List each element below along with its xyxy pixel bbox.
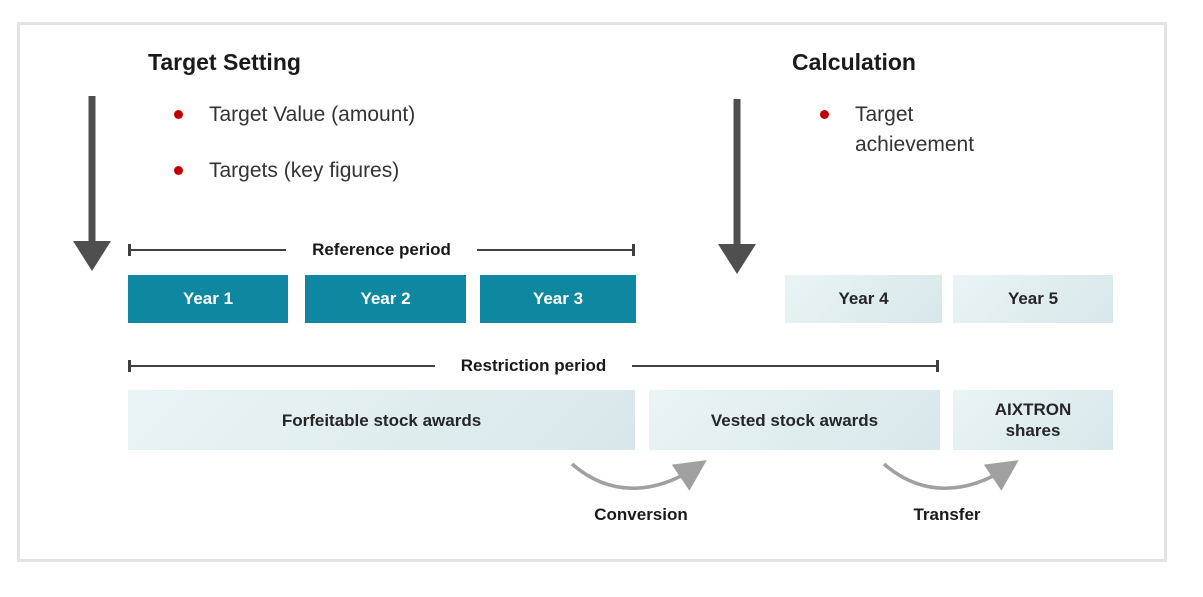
period-line [131, 248, 287, 251]
bullet-text: Target Value (amount) [209, 103, 416, 126]
bullet-dot-icon [174, 110, 183, 119]
year-box-5: Year 5 [953, 275, 1113, 323]
conversion-label: Conversion [594, 505, 688, 524]
tick-icon [936, 359, 939, 372]
reference-period-marker: Reference period [128, 240, 636, 259]
target-setting-title: Target Setting [148, 49, 301, 75]
aixtron-shares-box: AIXTRON shares [953, 390, 1113, 450]
period-line [131, 364, 435, 367]
year-box-4: Year 4 [785, 275, 942, 323]
target-setting-bullet-2: Targets (key figures) [174, 156, 399, 186]
tick-icon [128, 359, 131, 372]
conversion-arrow-icon [570, 460, 707, 491]
period-line [632, 364, 936, 367]
down-arrow-icon [73, 96, 111, 271]
forfeitable-stock-awards-box: Forfeitable stock awards [128, 390, 635, 450]
transfer-label: Transfer [913, 505, 981, 524]
year-box-1: Year 1 [128, 275, 288, 323]
target-setting-bullet-1: Target Value (amount) [174, 100, 415, 130]
bullet-text: Targets (key figures) [209, 159, 400, 182]
restriction-period-marker: Restriction period [128, 356, 939, 375]
calculation-bullet-1: Target achievement [820, 100, 990, 160]
restriction-period-label: Restriction period [460, 355, 607, 375]
bullet-dot-icon [820, 110, 829, 119]
tick-icon [632, 243, 636, 256]
tick-icon [128, 243, 131, 256]
vested-stock-awards-box: Vested stock awards [649, 390, 940, 450]
transfer-arrow-icon [882, 460, 1019, 491]
down-arrow-icon [718, 99, 756, 274]
period-line [476, 248, 633, 251]
year-box-2: Year 2 [305, 275, 466, 323]
calculation-title: Calculation [792, 49, 916, 75]
year-box-3: Year 3 [480, 275, 636, 323]
reference-period-label: Reference period [312, 239, 451, 259]
bullet-text: Target achievement [855, 103, 975, 156]
bullet-dot-icon [174, 166, 183, 175]
